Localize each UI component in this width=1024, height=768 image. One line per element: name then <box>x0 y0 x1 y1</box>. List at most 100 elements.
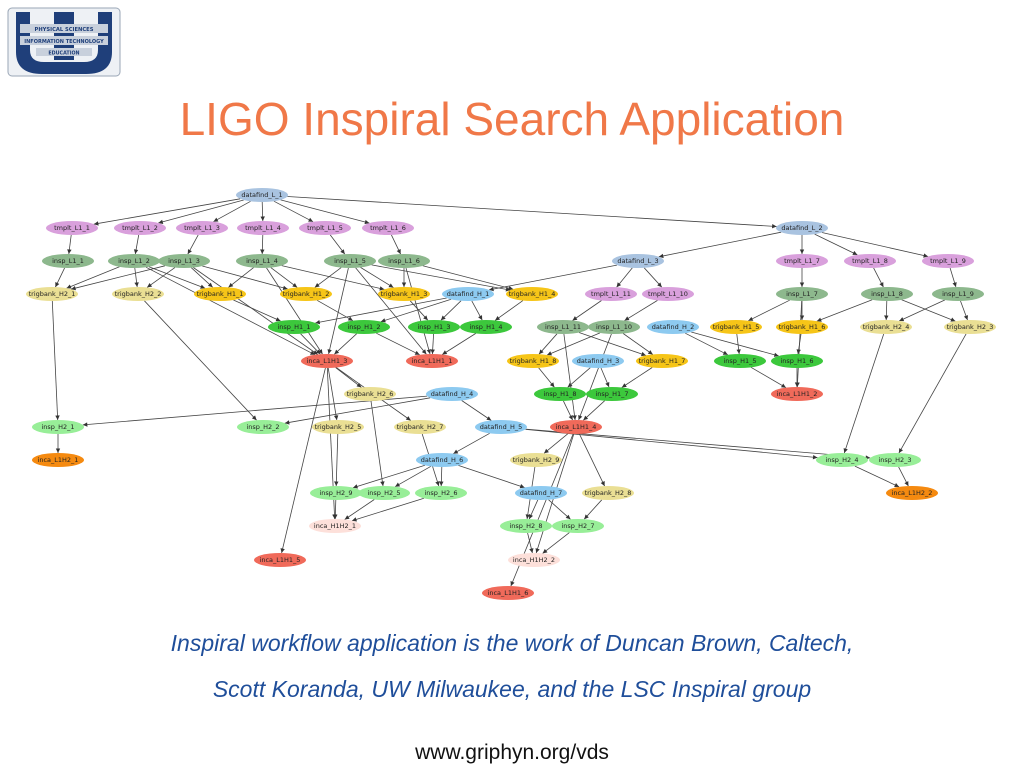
node-datafind_L_1: datafind_L_1 <box>236 188 288 202</box>
node-shape-insp_H1_4 <box>460 320 512 334</box>
node-shape-datafind_H_2 <box>647 320 699 334</box>
caption-line-1: Inspiral workflow application is the wor… <box>170 630 854 656</box>
node-label-insp_H2_7: insp_H2_7 <box>561 522 594 530</box>
node-shape-inca_L1H1_2 <box>771 387 823 401</box>
node-shape-trigbank_H2_2 <box>112 287 164 301</box>
edge-arrow-insp_L1_8-to-trigbank_H1_6 <box>816 317 822 322</box>
edge-tmplt_L1_10-to-insp_L1_10 <box>624 300 658 321</box>
edge-datafind_H_5-to-insp_H2_3 <box>525 428 871 459</box>
node-label-trigbank_H1_2: trigbank_H1_2 <box>283 290 330 298</box>
edge-arrow-insp_L1_5-to-trigbank_H1_4 <box>505 287 511 292</box>
node-shape-trigbank_H1_1 <box>194 287 246 301</box>
edge-arrow-datafind_L_1-to-tmplt_L1_4 <box>260 216 265 221</box>
edge-arrow-inca_L1H1_3-to-inca_L1H1_5 <box>280 548 285 553</box>
edge-datafind_H_2-to-insp_H1_5 <box>685 332 728 356</box>
edge-insp_H1_4-to-inca_L1H1_1 <box>441 333 477 355</box>
node-label-tmplt_L1_1: tmplt_L1_1 <box>54 224 90 232</box>
node-shape-datafind_H_7 <box>515 486 567 500</box>
node-shape-tmplt_L1_8 <box>844 254 896 268</box>
node-label-datafind_H_4: datafind_H_4 <box>431 390 474 398</box>
node-label-datafind_H_5: datafind_H_5 <box>480 423 523 431</box>
edge-arrow-insp_L1_6-to-trigbank_H1_3 <box>401 282 407 287</box>
logo-line2: INFORMATION TECHNOLOGY <box>24 39 104 45</box>
edge-inca_L1H1_3-to-inca_L1H1_5 <box>281 367 326 554</box>
node-insp_H2_5: insp_H2_5 <box>358 486 410 500</box>
node-trigbank_H2_4: trigbank_H2_4 <box>860 320 912 334</box>
workflow-nodes: datafind_L_1datafind_L_2datafind_L_3tmpl… <box>26 188 996 600</box>
edge-arrow-datafind_L_1-to-tmplt_L1_5 <box>308 217 314 222</box>
edge-arrow-insp_L1_3-to-trigbank_H1_2 <box>282 285 288 290</box>
node-label-trigbank_H2_7: trigbank_H2_7 <box>397 423 444 431</box>
node-shape-tmplt_L1_10 <box>642 287 694 301</box>
node-label-trigbank_H2_4: trigbank_H2_4 <box>863 323 910 331</box>
node-insp_H2_6: insp_H2_6 <box>415 486 467 500</box>
node-label-insp_L1_2: insp_L1_2 <box>118 257 150 265</box>
edge-arrow-datafind_H_3-to-insp_H1_7 <box>605 382 610 387</box>
edge-trigbank_H2_6-to-insp_H2_5 <box>370 400 384 487</box>
edge-insp_L1_3-to-trigbank_H2_2 <box>146 267 176 288</box>
node-shape-insp_L1_1 <box>42 254 94 268</box>
node-shape-trigbank_H2_6 <box>344 387 396 401</box>
edge-arrow-datafind_H_3-to-insp_H1_8 <box>567 382 573 388</box>
node-shape-insp_H2_5 <box>358 486 410 500</box>
edge-arrow-insp_L1_3-to-inca_L1H1_3 <box>312 350 318 355</box>
edge-datafind_H_5-to-datafind_H_6 <box>453 432 490 455</box>
edge-arrow-datafind_L_3-to-datafind_H_1 <box>489 286 494 292</box>
edge-insp_L1_7-to-trigbank_H1_5 <box>748 299 790 322</box>
node-inca_H1H2_1: inca_H1H2_1 <box>309 519 361 533</box>
edge-arrow-datafind_L_2-to-datafind_L_3 <box>658 253 664 259</box>
node-shape-trigbank_H1_7 <box>636 354 688 368</box>
node-label-trigbank_H2_2: trigbank_H2_2 <box>115 290 162 298</box>
edge-trigbank_H2_5-to-insp_H2_9 <box>335 433 339 487</box>
edge-datafind_H_6-to-datafind_H_7 <box>458 465 525 488</box>
node-shape-insp_H1_1 <box>268 320 320 334</box>
edge-trigbank_H1_1-to-insp_H1_1 <box>233 299 281 322</box>
edge-datafind_H_1-to-insp_H1_1 <box>315 297 447 324</box>
node-label-inca_L1H1_3: inca_L1H1_3 <box>307 357 348 365</box>
node-shape-inca_L1H2_1 <box>32 453 84 467</box>
edge-arrow-insp_L1_4-to-trigbank_H1_2 <box>292 283 298 288</box>
node-tmplt_L1_1: tmplt_L1_1 <box>46 221 98 235</box>
edge-arrow-datafind_L_1-to-datafind_L_2 <box>772 224 777 229</box>
edge-insp_L1_2-to-trigbank_H2_1 <box>66 266 120 289</box>
node-insp_H1_1: insp_H1_1 <box>268 320 320 334</box>
edge-insp_H2_4-to-inca_L1H2_2 <box>854 465 900 488</box>
node-label-insp_H1_6: insp_H1_6 <box>780 357 813 365</box>
edge-arrow-datafind_H_6-to-insp_H2_6 <box>439 481 444 486</box>
node-shape-insp_L1_5 <box>324 254 376 268</box>
node-label-tmplt_L1_3: tmplt_L1_3 <box>184 224 220 232</box>
edge-arrow-insp_L1_5-to-inca_L1H1_1 <box>421 349 427 355</box>
edge-insp_L1_5-to-trigbank_H1_4 <box>371 264 511 291</box>
node-insp_L1_6: insp_L1_6 <box>378 254 430 268</box>
edge-arrow-tmplt_L1_11-to-insp_L1_11 <box>572 316 578 321</box>
node-trigbank_H2_9: trigbank_H2_9 <box>510 453 562 467</box>
node-label-inca_L1H2_2: inca_L1H2_2 <box>892 489 933 497</box>
edge-arrow-inca_L1H1_3-to-trigbank_H2_7 <box>405 416 411 421</box>
edge-arrow-inca_L1H1_4-to-trigbank_H2_8 <box>600 481 605 487</box>
node-shape-insp_H2_9 <box>310 486 362 500</box>
node-tmplt_L1_2: tmplt_L1_2 <box>114 221 166 235</box>
edge-arrow-trigbank_H1_7-to-insp_H1_7 <box>621 383 627 388</box>
edge-insp_L1_2-to-trigbank_H1_1 <box>148 266 206 289</box>
edge-insp_L1_11-to-trigbank_H1_7 <box>578 332 647 356</box>
edge-arrow-insp_L1_2-to-trigbank_H2_1 <box>66 284 72 289</box>
edge-arrow-insp_H1_7-to-inca_L1H1_4 <box>583 415 589 421</box>
edge-arrow-insp_H2_4-to-inca_L1H2_2 <box>894 483 900 487</box>
edge-arrow-datafind_H_7-to-insp_H2_7 <box>565 514 571 520</box>
node-tmplt_L1_6: tmplt_L1_6 <box>362 221 414 235</box>
edge-datafind_L_2-to-datafind_L_3 <box>658 231 782 258</box>
node-label-trigbank_H1_8: trigbank_H1_8 <box>510 357 557 365</box>
node-shape-trigbank_H2_1 <box>26 287 78 301</box>
caption-line-2: Scott Koranda, UW Milwaukee, and the LSC… <box>212 676 812 702</box>
node-trigbank_H1_5: trigbank_H1_5 <box>710 320 762 334</box>
node-inca_L1H1_6: inca_L1H1_6 <box>482 586 534 600</box>
edge-insp_L1_8-to-trigbank_H2_3 <box>901 299 956 322</box>
edge-datafind_H_6-to-insp_H2_5 <box>394 465 432 488</box>
edge-arrow-insp_L1_11-to-trigbank_H1_8 <box>539 349 544 355</box>
psite-logo: PHYSICAL SCIENCES INFORMATION TECHNOLOGY… <box>7 7 121 77</box>
edge-arrow-datafind_H_2-to-insp_H1_5 <box>722 350 728 355</box>
edge-insp_L1_9-to-trigbank_H2_4 <box>899 299 945 322</box>
node-label-datafind_H_2: datafind_H_2 <box>652 323 695 331</box>
edge-datafind_H_1-to-insp_H1_3 <box>440 300 462 321</box>
node-label-insp_L1_3: insp_L1_3 <box>168 257 200 265</box>
